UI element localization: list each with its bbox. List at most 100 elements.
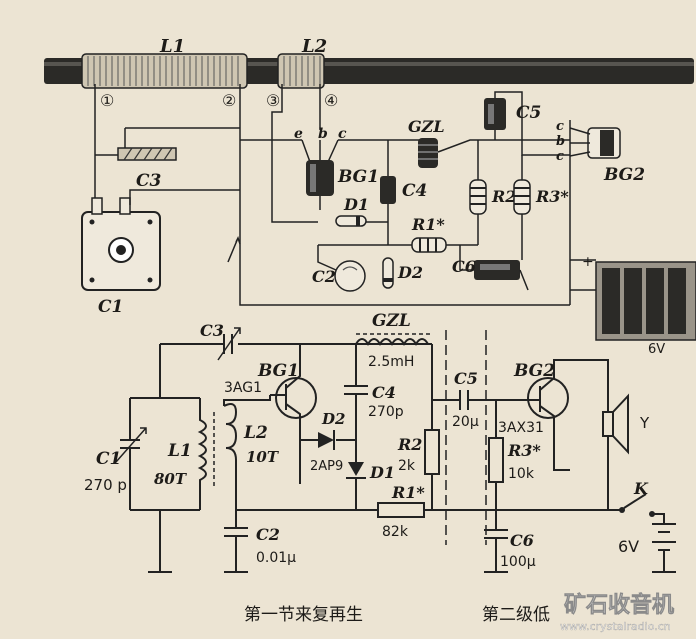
sch-label-c1: C1 — [96, 449, 121, 469]
sch-value-c1: 270 p — [84, 476, 127, 494]
label-r3: R3* — [535, 187, 569, 206]
sch-value-r2: 2k — [398, 458, 416, 474]
sch-value-r1: 82k — [382, 524, 409, 540]
variable-capacitor-c1 — [81, 197, 161, 291]
resistor-r1 — [318, 237, 478, 253]
bg1-pin-c: c — [338, 126, 347, 142]
label-d1: D1 — [343, 195, 369, 214]
schematic-l1 — [197, 398, 207, 510]
capacitor-c2 — [317, 245, 366, 292]
diode-d1 — [335, 215, 367, 227]
schematic-c2 — [224, 480, 248, 573]
watermark-title: 矿石收音机 — [564, 592, 674, 618]
coil-l2-winding — [277, 53, 325, 89]
sch-value-gzl: 2.5mH — [368, 354, 414, 370]
label-c6: C6 — [452, 257, 476, 276]
label-r1: R1* — [411, 215, 445, 234]
label-l2: L2 — [301, 36, 327, 57]
schematic-labels: C3 C1 270 p L1 80T L2 10T BG1 3AG1 GZL 2… — [84, 311, 650, 570]
resistor-r3 — [513, 155, 531, 260]
sch-label-c5: C5 — [454, 369, 478, 388]
label-r2: R2 — [491, 187, 516, 206]
sch-label-bg1: BG1 — [257, 361, 299, 381]
battery-plus: + — [582, 254, 594, 270]
label-c3: C3 — [136, 171, 162, 191]
label-c2: C2 — [312, 267, 336, 286]
tap-4: ④ — [324, 91, 338, 110]
schematic-c3 — [217, 327, 241, 361]
coil-l1-winding — [81, 53, 248, 89]
schematic-l2 — [213, 395, 271, 486]
label-gzl: GZL — [408, 117, 445, 136]
battery-pack — [570, 259, 696, 341]
sch-label-r2: R2 — [397, 435, 422, 454]
capacitor-c5 — [484, 91, 570, 156]
sch-type-bg1: 3AG1 — [224, 380, 262, 396]
sch-label-d2: D2 — [321, 410, 345, 428]
sch-label-c3: C3 — [200, 321, 224, 340]
choke-gzl — [418, 138, 438, 168]
sch-label-battery: 6V — [618, 537, 639, 556]
sch-label-bg2: BG2 — [513, 361, 555, 381]
watermark-url: www.crystalradio.cn — [560, 620, 671, 633]
caption-stage2: 第二级低 — [482, 605, 550, 625]
watermark: 矿石收音机 www.crystalradio.cn — [560, 592, 674, 633]
sch-label-l1: L1 — [167, 441, 192, 461]
schematic-switch — [619, 493, 665, 524]
tap-2: ② — [222, 91, 236, 110]
sch-value-c6: 100μ — [500, 554, 536, 570]
schematic-r1 — [236, 502, 620, 518]
sch-value-c5: 20μ — [452, 414, 479, 430]
schematic-speaker — [602, 393, 629, 510]
sch-label-gzl: GZL — [372, 311, 411, 331]
transistor-bg2 — [569, 127, 621, 159]
bg1-pin-e: e — [294, 126, 303, 142]
label-bg2: BG2 — [603, 165, 645, 185]
tap-1: ① — [100, 91, 114, 110]
label-l1: L1 — [159, 36, 185, 57]
schematic-d1 — [346, 440, 366, 510]
sch-value-l1: 80T — [154, 470, 188, 488]
sch-label-d1: D1 — [369, 463, 395, 482]
bg2-pin-b: b — [556, 134, 565, 149]
label-d2: D2 — [397, 263, 423, 282]
pictorial-wiring: L1 L2 ① ② ③ ④ C3 C1 — [44, 36, 696, 357]
sch-value-l2: 10T — [246, 448, 280, 466]
schematic-battery — [652, 523, 676, 573]
sch-label-r1: R1* — [391, 483, 425, 502]
schematic-bg1 — [270, 344, 317, 484]
sch-label-switch: K — [633, 479, 649, 498]
sch-type-d2: 2AP9 — [310, 459, 343, 474]
tap-3: ③ — [266, 91, 280, 110]
schematic-bg2 — [527, 359, 609, 471]
sch-value-c2: 0.01μ — [256, 550, 296, 566]
resistor-r2 — [469, 140, 487, 245]
diode-d2 — [382, 257, 394, 289]
sch-label-c6: C6 — [510, 531, 534, 550]
bg2-pin-c2: c — [556, 149, 564, 164]
bg1-pin-b: b — [318, 126, 328, 142]
label-c4: C4 — [402, 181, 427, 201]
battery-voltage-top: 6V — [648, 342, 665, 357]
trimmer-c3 — [95, 127, 240, 161]
schematic-c5 — [432, 390, 532, 410]
schematic-c6 — [484, 510, 508, 573]
label-c1: C1 — [98, 297, 123, 317]
schematic-c4 — [344, 344, 368, 440]
label-bg1: BG1 — [337, 167, 379, 187]
sch-label-c4: C4 — [372, 383, 396, 402]
transistor-bg1 — [301, 139, 339, 196]
sch-value-r3: 10k — [508, 466, 535, 482]
caption-stage1: 第一节来复再生 — [244, 605, 363, 625]
sch-label-r3: R3* — [507, 441, 541, 460]
schematic-d2 — [300, 430, 356, 450]
label-c5: C5 — [516, 103, 541, 123]
sch-label-l2: L2 — [243, 423, 268, 443]
capacitor-c6 — [459, 245, 529, 291]
sch-value-c4: 270p — [368, 404, 404, 420]
schematic-r2 — [424, 344, 440, 510]
sch-type-bg2: 3AX31 — [498, 420, 544, 436]
bg2-pin-c1: c — [556, 119, 564, 134]
